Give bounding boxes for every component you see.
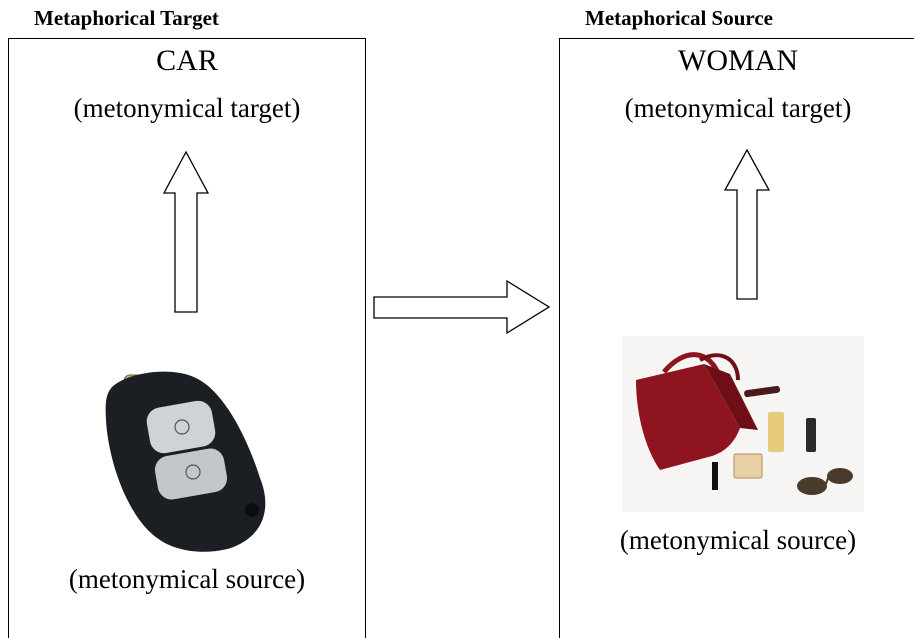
- left-up-arrow: [162, 150, 210, 313]
- handbag-cosmetics-image: [622, 336, 864, 512]
- right-metonymical-target-label: (metonymical target): [624, 93, 852, 123]
- right-up-arrow: [723, 148, 771, 300]
- mapping-right-arrow: [373, 279, 551, 335]
- left-panel: [8, 38, 366, 638]
- right-metonymical-source-label: (metonymical source): [619, 525, 857, 555]
- right-panel: [559, 38, 914, 638]
- right-panel-heading: Metaphorical Source: [585, 6, 773, 30]
- left-panel-title: CAR: [156, 44, 218, 77]
- car-key-image: [105, 371, 266, 552]
- left-metonymical-source-label: (metonymical source): [68, 564, 306, 594]
- right-panel-title: WOMAN: [678, 44, 798, 77]
- left-panel-heading: Metaphorical Target: [34, 6, 219, 30]
- left-metonymical-target-label: (metonymical target): [73, 93, 301, 123]
